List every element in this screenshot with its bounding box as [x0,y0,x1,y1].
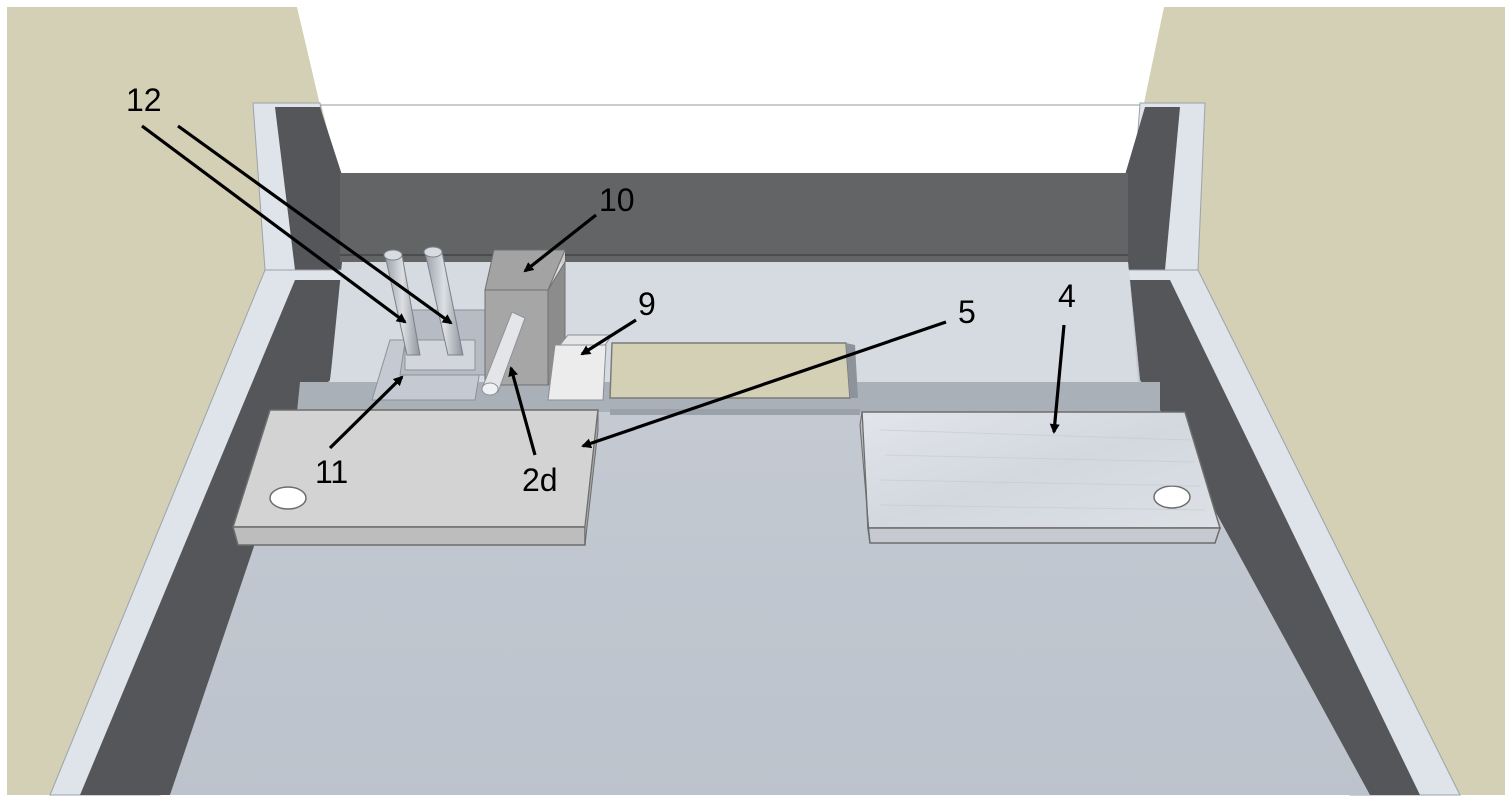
label-10: 10 [599,182,635,218]
right-inner-dark-top [1125,107,1180,270]
leader-9 [580,318,637,356]
leader-2d [508,366,537,456]
plate-right-front [867,527,1222,544]
back-wall-face [340,173,1128,262]
rod-right-top [423,246,443,258]
label-9: 9 [638,286,656,322]
slot-opening [609,342,851,399]
plate-right-hole [1153,485,1191,509]
left-wall [7,7,340,795]
plate-right-side [859,411,871,544]
label-5: 5 [958,294,976,330]
right-inner-dark-lower [1130,280,1420,795]
leader-12b [177,124,453,325]
label-11: 11 [315,454,348,490]
plate-left-side [584,409,599,546]
plate-left-hole [269,486,307,510]
leader-4 [1049,324,1066,434]
plate-right-texture [879,429,1206,511]
label-4: 4 [1058,278,1076,314]
backdrop-panel [297,7,1164,105]
left-inner-dark-lower [80,280,345,795]
label-12: 12 [126,82,162,118]
right-wall [1128,7,1505,795]
leader-12a [141,124,407,324]
plate-right-top [861,411,1222,529]
rod-left-top [383,249,403,261]
plate-left-front [232,526,586,546]
leader-10 [523,213,597,273]
left-inner-dark-top [275,107,342,270]
leader-11 [328,375,404,450]
piece-9-front [547,344,607,401]
label-2d: 2d [522,462,558,498]
leader-5 [581,320,947,449]
pin-2d-end [481,382,499,396]
pin-2d [482,311,526,393]
